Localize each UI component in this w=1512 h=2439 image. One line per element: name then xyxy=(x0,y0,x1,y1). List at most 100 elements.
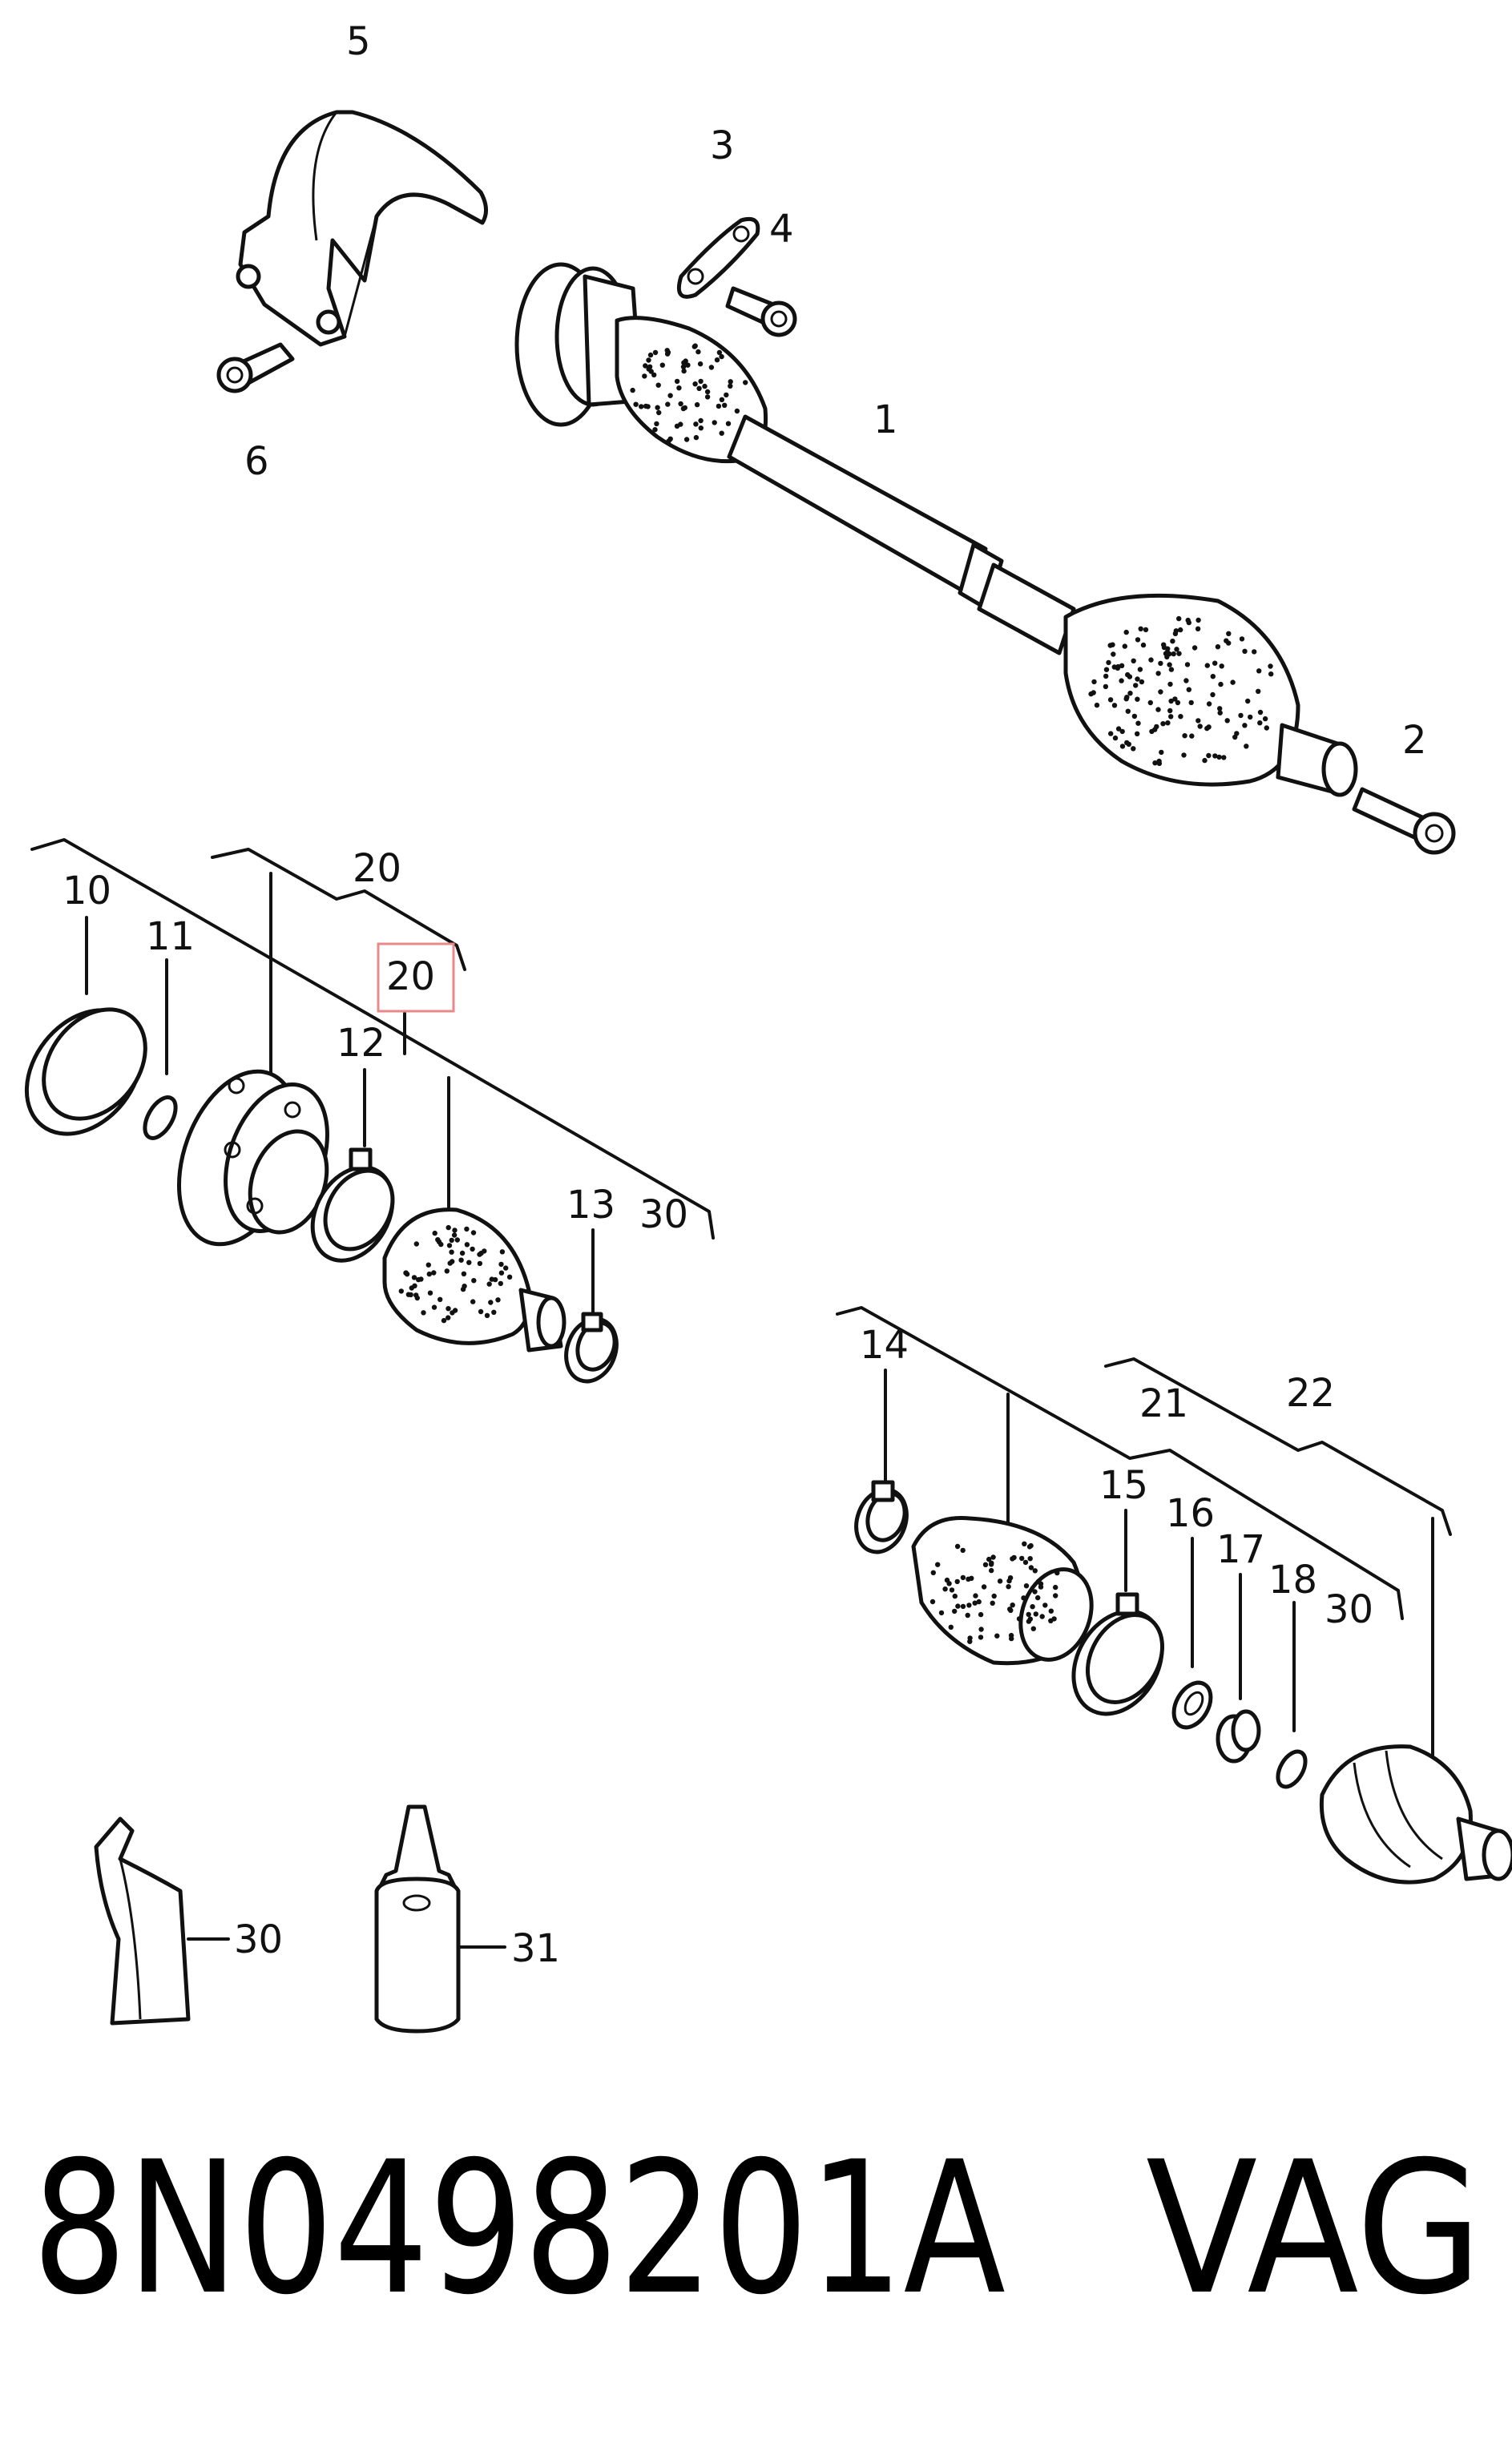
boot-texture-dot xyxy=(990,1554,996,1560)
boot-texture-dot xyxy=(645,404,651,409)
boot-texture-dot xyxy=(1167,708,1173,714)
bolt-part-2 xyxy=(1352,787,1456,855)
highlight-box-21 xyxy=(377,942,455,1013)
clamp-part-15 xyxy=(1071,1592,1165,1716)
boot-texture-dot xyxy=(1154,724,1159,730)
boot-texture-dot xyxy=(1210,691,1216,698)
washer-part-16 xyxy=(1171,1680,1213,1730)
boot-texture-dot xyxy=(656,409,662,416)
boot-texture-dot xyxy=(1022,1559,1029,1566)
boot-texture-dot xyxy=(633,401,639,407)
boot-texture-dot xyxy=(1103,673,1109,679)
boot-texture-dot xyxy=(978,1635,984,1640)
boot-dots-left xyxy=(398,1224,513,1324)
boot-texture-dot xyxy=(929,1598,936,1605)
boot-texture-dot xyxy=(1248,714,1253,720)
callout-6: 6 xyxy=(244,439,269,484)
clamp-part-13 xyxy=(564,1312,619,1384)
boot-texture-dot xyxy=(724,392,729,398)
boot-texture-dot xyxy=(450,1310,455,1316)
callout-4: 4 xyxy=(769,207,794,252)
boot-texture-dot xyxy=(1171,651,1176,657)
boot-texture-dot xyxy=(697,361,704,367)
boot-texture-dot xyxy=(1127,691,1133,696)
boot-texture-dot xyxy=(1202,757,1208,764)
boot-texture-dot xyxy=(1186,687,1192,692)
boot-texture-dot xyxy=(1115,663,1121,670)
boot-texture-dot xyxy=(1217,710,1223,716)
bracket-14-30 xyxy=(836,1306,1404,1620)
boot-texture-dot xyxy=(398,1288,404,1294)
boot-texture-dot xyxy=(1234,731,1240,736)
boot-texture-dot xyxy=(503,1265,509,1271)
boot-texture-dot xyxy=(411,1275,417,1280)
boot-texture-dot xyxy=(1110,642,1115,647)
boot-texture-dot xyxy=(1053,1593,1058,1598)
callout-14: 14 xyxy=(860,1323,909,1368)
boot-texture-dot xyxy=(495,1297,501,1303)
clamp-part-12 xyxy=(310,1147,395,1263)
boot-texture-dot xyxy=(652,349,659,356)
callout-20: 20 xyxy=(353,846,401,891)
boot-texture-dot xyxy=(470,1299,476,1304)
boot-texture-dot xyxy=(1048,1608,1054,1614)
boot-texture-dot xyxy=(655,405,660,410)
boot-texture-dot xyxy=(1147,699,1154,706)
callout-12: 12 xyxy=(337,1021,385,1066)
boot-texture-dot xyxy=(1262,716,1268,722)
boot-texture-dot xyxy=(946,1581,952,1586)
boot-texture-dot xyxy=(1195,718,1201,724)
boot-texture-dot xyxy=(1268,671,1274,677)
part-number: 8N0498201A xyxy=(32,2122,1006,2335)
boot-texture-dot xyxy=(743,380,748,385)
boot-texture-dot xyxy=(438,1241,444,1248)
boot-texture-dot xyxy=(685,362,691,368)
boot-texture-dot xyxy=(965,1612,970,1619)
circlip-part-11 xyxy=(143,1095,178,1140)
boot-texture-dot xyxy=(986,1556,992,1562)
boot-texture-dot xyxy=(470,1246,475,1252)
boot-texture-dot xyxy=(973,1593,978,1598)
boot-texture-dot xyxy=(1268,663,1273,669)
clamp-part-14 xyxy=(854,1480,909,1554)
boot-texture-dot xyxy=(1245,698,1251,704)
boot-texture-dot xyxy=(1042,1602,1048,1608)
boot-texture-dot xyxy=(1137,667,1143,672)
boot-texture-dot xyxy=(1256,668,1262,674)
boot-texture-dot xyxy=(988,1562,994,1567)
boot-texture-dot xyxy=(969,1575,974,1582)
boot-texture-dot xyxy=(482,1248,487,1254)
boot-texture-dot xyxy=(982,1562,989,1568)
callout-21: 20 xyxy=(386,954,435,999)
boot-texture-dot xyxy=(1053,1584,1058,1590)
boot-texture-dot xyxy=(441,1317,447,1324)
boot-texture-dot xyxy=(1094,702,1100,708)
boot-texture-dot xyxy=(954,1578,960,1585)
boot-texture-dot xyxy=(1123,696,1129,702)
boot-texture-dot xyxy=(719,397,725,402)
boot-texture-dot xyxy=(1027,1556,1033,1562)
boot-texture-dot xyxy=(1115,726,1122,732)
boot-texture-dot xyxy=(960,1574,966,1581)
callout-17: 17 xyxy=(1216,1527,1265,1572)
boot-texture-dot xyxy=(1030,1604,1035,1610)
boot-texture-dot xyxy=(966,1602,972,1608)
boot-texture-dot xyxy=(1160,721,1166,727)
boot-texture-dot xyxy=(414,1295,420,1301)
boot-texture-dot xyxy=(1161,642,1167,647)
boot-texture-dot xyxy=(450,1259,455,1264)
boot-texture-dot xyxy=(1176,615,1182,622)
boot-texture-dot xyxy=(1168,698,1174,704)
boot-texture-dot xyxy=(698,417,704,424)
boot-texture-dot xyxy=(991,1593,997,1599)
boot-texture-dot xyxy=(1165,720,1171,726)
boot-texture-dot xyxy=(1032,1568,1038,1574)
boot-texture-dot xyxy=(1143,627,1149,633)
boot-texture-dot xyxy=(1178,714,1183,720)
boot-texture-dot xyxy=(1026,1611,1031,1618)
boot-texture-dot xyxy=(1219,663,1224,669)
boot-texture-dot xyxy=(651,372,657,378)
cv-joint-inner xyxy=(176,1069,329,1247)
callout-3: 3 xyxy=(710,123,735,168)
